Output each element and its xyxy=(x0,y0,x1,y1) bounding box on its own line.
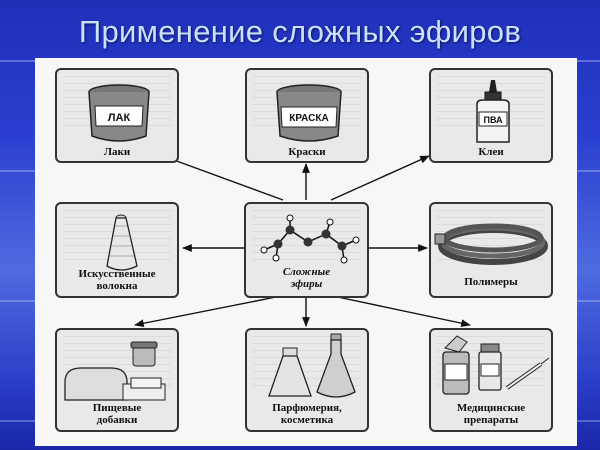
paint-can-icon: КРАСКА xyxy=(276,84,342,142)
node-label-line1: Медицинские xyxy=(456,402,526,414)
node-perfume: Парфюмерия, косметика xyxy=(245,328,369,432)
diagram-panel: ЛАК Лаки КРАСКА Краски ПВА Клеи xyxy=(35,58,577,446)
connector-arrows xyxy=(134,155,471,328)
medicine-icon xyxy=(442,335,550,395)
bottle-label-text: ПВА xyxy=(483,115,503,125)
can-label-text: КРАСКА xyxy=(289,113,328,124)
node-label-line1: Пищевые xyxy=(92,402,142,414)
node-label: Лаки xyxy=(103,146,131,158)
node-paints: КРАСКА Краски xyxy=(245,68,369,163)
node-esters-center: Сложные эфиры xyxy=(244,202,369,298)
molecule-icon xyxy=(260,214,360,264)
node-label-line1: Искусственные xyxy=(78,268,156,280)
node-glues: ПВА Клеи xyxy=(429,68,553,163)
arrow-to-medicine xyxy=(332,295,471,328)
center-label-line2: эфиры xyxy=(290,278,323,290)
paint-can-icon: ЛАК xyxy=(88,84,150,142)
arrow-to-food xyxy=(134,295,282,328)
node-label-line2: волокна xyxy=(96,280,138,292)
center-label-line1: Сложные xyxy=(282,266,331,278)
node-polymers: Полимеры xyxy=(429,202,553,298)
node-lacquers: ЛАК Лаки xyxy=(55,68,179,163)
node-label: Краски xyxy=(288,146,326,158)
thread-spool-icon xyxy=(106,214,138,271)
arrow-to-lacquers xyxy=(162,155,284,201)
node-label-line2: добавки xyxy=(96,414,138,426)
node-medicine: Медицинские препараты xyxy=(429,328,553,432)
perfume-bottles-icon xyxy=(268,333,356,398)
hose-icon xyxy=(434,223,548,265)
node-label-line1: Парфюмерия, xyxy=(272,402,342,414)
arrow-to-glues xyxy=(330,155,430,201)
food-icon xyxy=(64,341,166,401)
node-label-line2: препараты xyxy=(463,414,519,426)
node-label-line2: косметика xyxy=(280,414,334,426)
node-food: Пищевые добавки xyxy=(55,328,179,432)
glue-bottle-icon: ПВА xyxy=(476,80,510,143)
node-label: Полимеры xyxy=(464,276,518,288)
slide-title: Применение сложных эфиров xyxy=(78,14,522,49)
can-label-text: ЛАК xyxy=(108,112,131,124)
node-fibers: Искусственные волокна xyxy=(55,202,179,298)
node-label: Клеи xyxy=(478,146,504,158)
